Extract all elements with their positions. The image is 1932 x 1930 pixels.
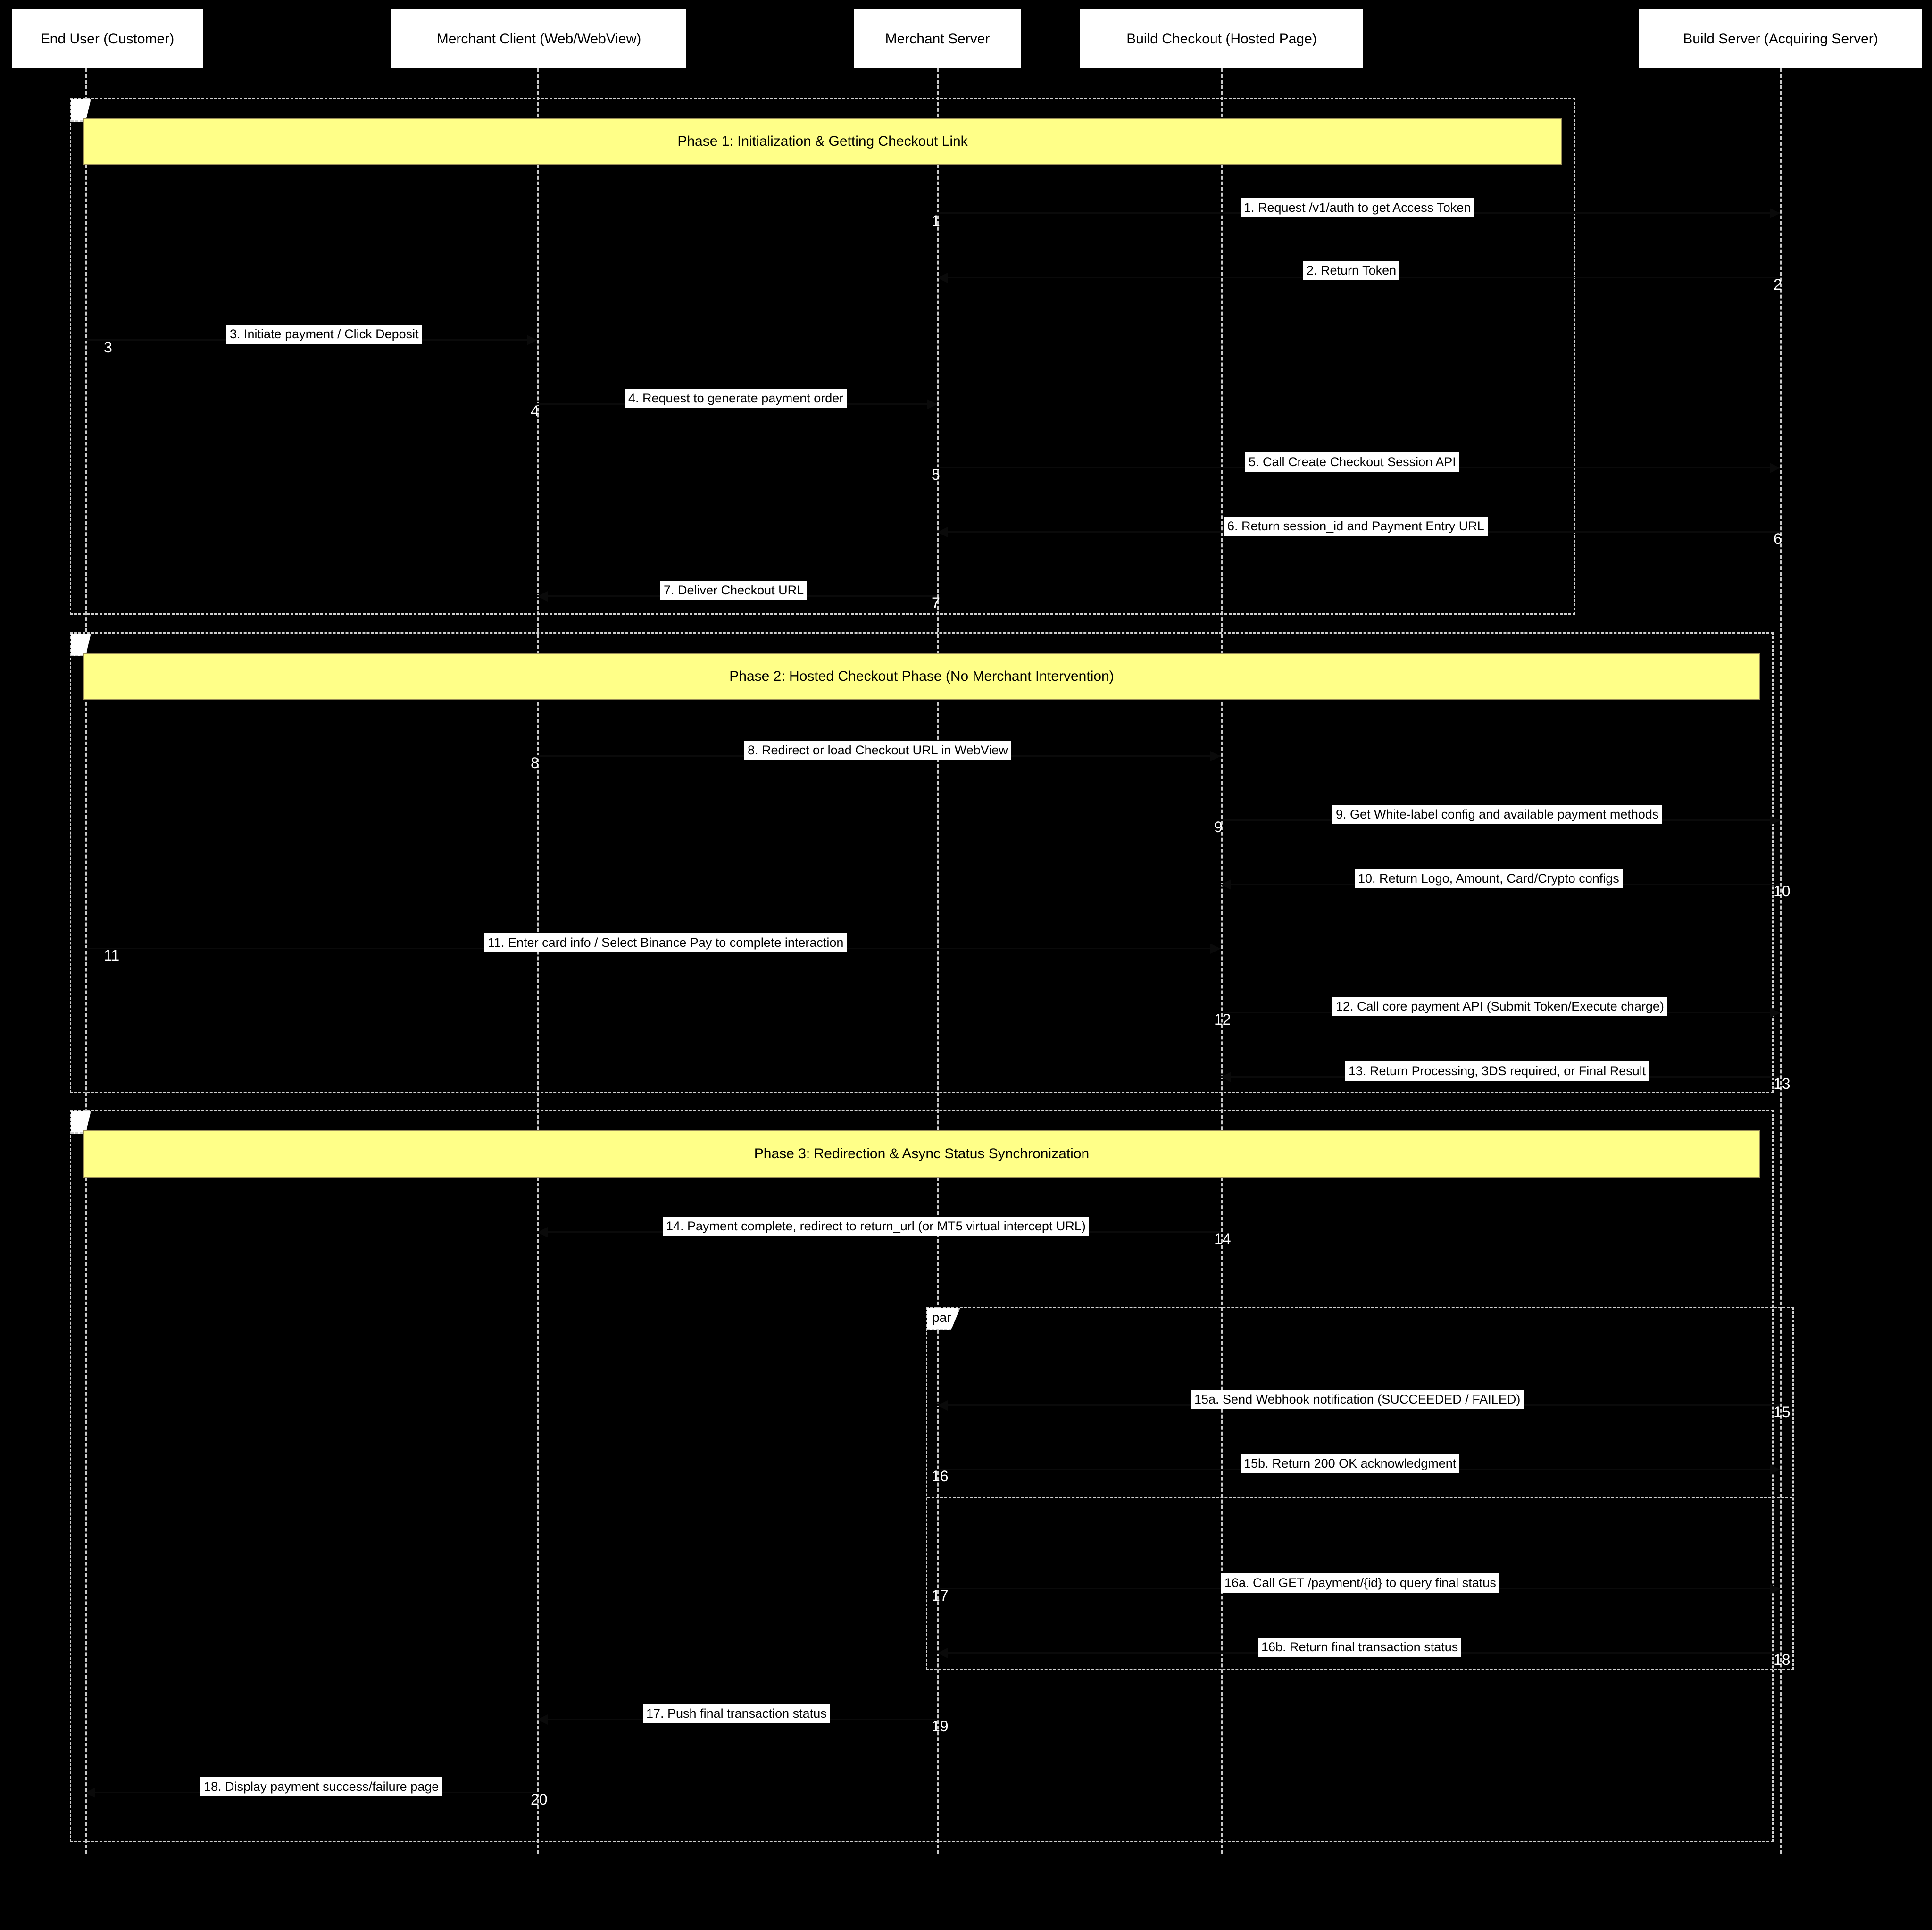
message-3-label[interactable]: 3. Initiate payment / Click Deposit	[226, 325, 422, 344]
message-3-arrow-head-icon	[527, 335, 537, 345]
message-6-arrow-head-icon	[937, 527, 948, 537]
par-fragment-tag: par	[927, 1308, 960, 1330]
message-18-step-number: 18	[1774, 1651, 1790, 1668]
message-13-step-number: 13	[1774, 1075, 1790, 1092]
message-7-step-number: 7	[932, 594, 940, 611]
message-16-step-number: 16	[932, 1468, 949, 1485]
phase-banner-phase-1: Phase 1: Initialization & Getting Checko…	[83, 118, 1562, 165]
phase-banner-title: Phase 3: Redirection & Async Status Sync…	[754, 1146, 1090, 1161]
message-6-step-number: 6	[1774, 530, 1782, 547]
message-20-label[interactable]: 18. Display payment success/failure page	[200, 1777, 442, 1797]
message-5-step-number: 5	[932, 466, 940, 483]
message-9-arrow-head-icon	[1770, 815, 1780, 826]
message-4-label[interactable]: 4. Request to generate payment order	[625, 389, 847, 409]
lifeline-build-server	[1780, 68, 1782, 1854]
message-5-arrow-head-icon	[1770, 463, 1780, 473]
message-18-arrow-head-icon	[937, 1648, 948, 1658]
message-1-label[interactable]: 1. Request /v1/auth to get Access Token	[1241, 198, 1474, 218]
participant-build-server[interactable]: Build Server (Acquiring Server)	[1639, 9, 1922, 68]
message-10-arrow-head-icon	[1221, 879, 1231, 890]
message-15-arrow-head-icon	[937, 1400, 948, 1411]
message-20-arrow-head-icon	[85, 1788, 95, 1798]
phase-banner-phase-2: Phase 2: Hosted Checkout Phase (No Merch…	[83, 653, 1760, 700]
message-19-step-number: 19	[932, 1718, 949, 1735]
participant-merchant-server[interactable]: Merchant Server	[854, 9, 1021, 68]
message-8-arrow-head-icon	[1210, 751, 1221, 761]
message-10-label[interactable]: 10. Return Logo, Amount, Card/Crypto con…	[1355, 869, 1623, 889]
participant-label: Build Server (Acquiring Server)	[1683, 31, 1878, 47]
message-12-label[interactable]: 12. Call core payment API (Submit Token/…	[1332, 997, 1667, 1017]
message-1-step-number: 1	[932, 212, 940, 229]
participant-label: Merchant Server	[885, 31, 990, 47]
phase-banner-phase-3: Phase 3: Redirection & Async Status Sync…	[83, 1130, 1760, 1178]
participant-build-checkout[interactable]: Build Checkout (Hosted Page)	[1080, 9, 1363, 68]
message-1-arrow-head-icon	[1770, 208, 1780, 218]
message-17-step-number: 17	[932, 1587, 949, 1604]
message-18-label[interactable]: 16b. Return final transaction status	[1258, 1638, 1462, 1657]
message-2-label[interactable]: 2. Return Token	[1303, 261, 1400, 281]
message-14-arrow-head-icon	[537, 1227, 548, 1237]
message-10-step-number: 10	[1774, 883, 1790, 900]
message-15-step-number: 15	[1774, 1404, 1790, 1420]
participant-label: End User (Customer)	[40, 31, 175, 47]
lifeline-end-user	[85, 68, 87, 1854]
message-5-label[interactable]: 5. Call Create Checkout Session API	[1245, 452, 1459, 472]
message-14-step-number: 14	[1214, 1230, 1231, 1247]
phase-frame-phase-3	[70, 1110, 1774, 1842]
message-19-arrow-head-icon	[537, 1714, 548, 1725]
message-16-arrow-head-icon	[1770, 1464, 1780, 1475]
participant-end-user[interactable]: End User (Customer)	[12, 9, 203, 68]
message-11-label[interactable]: 11. Enter card info / Select Binance Pay…	[484, 933, 847, 953]
message-13-label[interactable]: 13. Return Processing, 3DS required, or …	[1345, 1061, 1649, 1081]
message-12-step-number: 12	[1214, 1011, 1231, 1028]
message-9-label[interactable]: 9. Get White-label config and available …	[1332, 805, 1662, 825]
phase-frame-phase-2	[70, 632, 1774, 1093]
message-2-arrow-head-icon	[937, 273, 948, 283]
message-19-label[interactable]: 17. Push final transaction status	[643, 1704, 830, 1724]
message-14-label[interactable]: 14. Payment complete, redirect to return…	[663, 1217, 1089, 1237]
par-fragment-frame: par	[926, 1307, 1794, 1670]
message-20-step-number: 20	[531, 1791, 548, 1808]
message-9-step-number: 9	[1214, 819, 1223, 835]
participant-label: Merchant Client (Web/WebView)	[436, 31, 641, 47]
message-6-label[interactable]: 6. Return session_id and Payment Entry U…	[1224, 517, 1488, 536]
message-4-arrow-head-icon	[927, 399, 937, 409]
message-11-step-number: 11	[104, 947, 120, 964]
phase-banner-title: Phase 1: Initialization & Getting Checko…	[677, 134, 968, 149]
par-fragment-divider	[927, 1497, 1792, 1498]
message-8-label[interactable]: 8. Redirect or load Checkout URL in WebV…	[744, 741, 1011, 760]
phase-banner-title: Phase 2: Hosted Checkout Phase (No Merch…	[729, 668, 1114, 684]
message-3-step-number: 3	[104, 339, 112, 356]
message-7-label[interactable]: 7. Deliver Checkout URL	[660, 581, 808, 601]
message-11-arrow-head-icon	[1210, 944, 1221, 954]
message-17-arrow-head-icon	[1770, 1584, 1780, 1594]
message-12-arrow-head-icon	[1770, 1008, 1780, 1018]
lifeline-merchant-client	[537, 68, 539, 1854]
phase-frame-phase-1	[70, 98, 1575, 615]
participant-label: Build Checkout (Hosted Page)	[1126, 31, 1317, 47]
participant-merchant-client[interactable]: Merchant Client (Web/WebView)	[391, 9, 686, 68]
message-4-step-number: 4	[531, 402, 539, 419]
message-8-step-number: 8	[531, 754, 539, 771]
lifeline-build-checkout	[1221, 68, 1223, 1854]
message-13-arrow-head-icon	[1221, 1072, 1231, 1082]
message-16-label[interactable]: 15b. Return 200 OK acknowledgment	[1241, 1454, 1460, 1474]
message-17-label[interactable]: 16a. Call GET /payment/{id} to query fin…	[1221, 1573, 1499, 1593]
message-15-label[interactable]: 15a. Send Webhook notification (SUCCEEDE…	[1191, 1390, 1524, 1410]
message-2-step-number: 2	[1774, 276, 1782, 293]
lifeline-merchant-server	[937, 68, 939, 1854]
message-7-arrow-head-icon	[537, 591, 548, 602]
